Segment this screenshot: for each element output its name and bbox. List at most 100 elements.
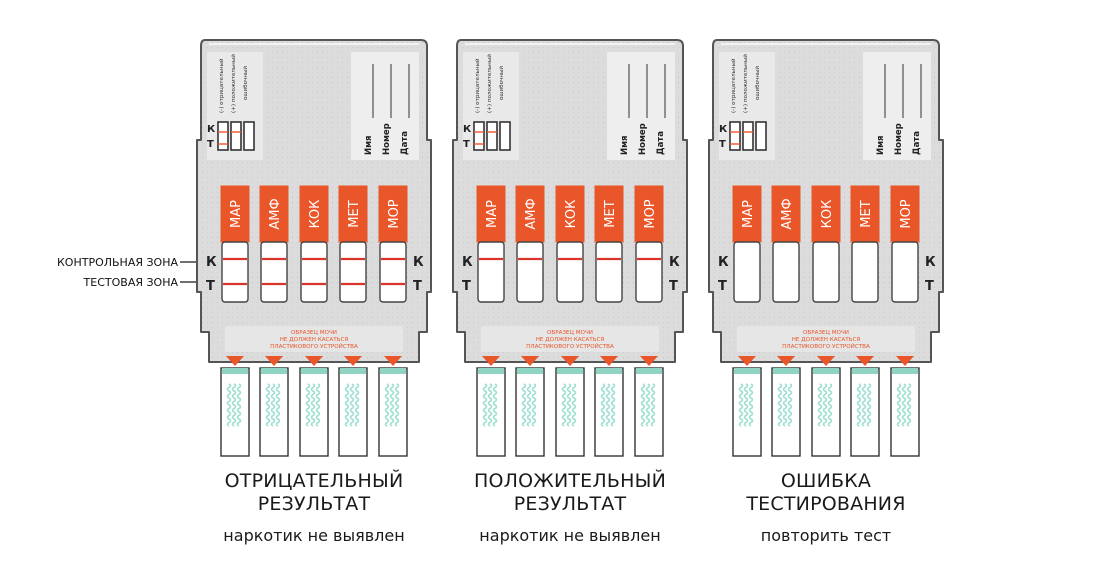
strip-wave [265, 383, 271, 427]
drug-label-tab [338, 185, 368, 243]
drug-label-tab [890, 185, 920, 243]
sample-arrow [896, 356, 914, 366]
sample-arrow [226, 356, 244, 366]
drug-label-tab [732, 185, 762, 243]
strip-wave [650, 383, 656, 427]
window-k-letter-left: К [462, 255, 473, 270]
strip-wave [526, 383, 532, 427]
strip-wave [901, 383, 907, 427]
legend-window [729, 121, 741, 151]
test-cassette: (-) отрицательный (+) положительный ошибоч… [452, 39, 688, 457]
strip-wave [743, 383, 749, 427]
sample-note-line: ОБРАЗЕЦ МОЧИ [291, 330, 337, 336]
test-strip [299, 367, 329, 457]
caption-positive: ПОЛОЖИТЕЛЬНЫЙ РЕЗУЛЬТАТ наркотик не выяв… [420, 470, 720, 546]
strip-wave [738, 383, 744, 427]
field-number-label: Номер [894, 123, 904, 155]
window-t-letter-left: Т [462, 279, 471, 294]
drug-label-text: МАР [741, 200, 756, 228]
strip-wave [394, 383, 400, 427]
strip-wave [866, 383, 872, 427]
sample-arrow [856, 356, 874, 366]
strip-wave [787, 383, 793, 427]
result-window [772, 241, 800, 303]
legend-negative-label: (-) отрицательный [474, 58, 481, 113]
caption-title-line1: ОТРИЦАТЕЛЬНЫЙ [224, 470, 404, 492]
strip-wave [389, 383, 395, 427]
strip-wave [640, 383, 646, 427]
sample-note-box [737, 326, 915, 352]
strip-teal-band [340, 368, 366, 374]
strip-wave [531, 383, 537, 427]
legend-k-letter: К [719, 124, 728, 135]
strip-teal-band [813, 368, 839, 374]
legend-t-letter: Т [463, 139, 470, 150]
result-window [635, 241, 663, 303]
strip-teal-band [892, 368, 918, 374]
strip-wave [605, 383, 611, 427]
fields-box [351, 52, 419, 160]
sample-note-line: ПЛАСТИКОВОГО УСТРОЙСТВА [526, 343, 614, 350]
window-k-letter-right: К [413, 255, 424, 270]
legend-t-letter: Т [719, 139, 726, 150]
sample-arrow [384, 356, 402, 366]
legend-window [230, 121, 242, 151]
legend-invalid-label: ошибочный [498, 66, 505, 100]
result-window [477, 241, 505, 303]
fields-box [863, 52, 931, 160]
field-date-label: Дата [656, 131, 666, 155]
legend-window [473, 121, 485, 151]
drug-label-text: МЕТ [859, 200, 874, 227]
test-strip [634, 367, 664, 457]
strip-teal-band [222, 368, 248, 374]
test-zone-label: ТЕСТОВАЯ ЗОНА [83, 276, 179, 289]
field-number-label: Номер [638, 123, 648, 155]
strip-teal-band [636, 368, 662, 374]
drug-label-tab [259, 185, 289, 243]
field-name-label: Имя [876, 135, 886, 155]
strip-wave [561, 383, 567, 427]
drug-label-text: МАР [229, 200, 244, 228]
strip-wave [354, 383, 360, 427]
strip-teal-band [596, 368, 622, 374]
sample-arrow [521, 356, 539, 366]
strip-teal-band [734, 368, 760, 374]
sample-note-box [481, 326, 659, 352]
sample-note-line: ПЛАСТИКОВОГО УСТРОЙСТВА [782, 343, 870, 350]
sample-note-line: НЕ ДОЛЖЕН КАСАТЬСЯ [536, 337, 605, 343]
legend-window [217, 121, 229, 151]
strip-wave [521, 383, 527, 427]
strip-wave [822, 383, 828, 427]
strip-wave [610, 383, 616, 427]
strip-wave [645, 383, 651, 427]
drug-label-tab [476, 185, 506, 243]
result-window [379, 241, 407, 303]
strip-wave [275, 383, 281, 427]
legend-window [742, 121, 754, 151]
strip-wave [305, 383, 311, 427]
strip-wave [906, 383, 912, 427]
sample-arrow [265, 356, 283, 366]
sample-arrow [738, 356, 756, 366]
result-window [339, 241, 367, 303]
strip-wave [492, 383, 498, 427]
drug-label-text: КОК [564, 200, 579, 229]
strip-wave [349, 383, 355, 427]
test-strip [515, 367, 545, 457]
window-t-letter-left: Т [206, 279, 215, 294]
drug-label-tab [555, 185, 585, 243]
strip-wave [344, 383, 350, 427]
sample-arrow [561, 356, 579, 366]
fields-box [607, 52, 675, 160]
result-window [260, 241, 288, 303]
test-strip [771, 367, 801, 457]
drug-label-text: МОР [387, 199, 402, 228]
caption-title-line2: РЕЗУЛЬТАТ [257, 493, 371, 515]
legend-k-letter: К [463, 124, 472, 135]
legend-positive-label: (+) положительный [486, 54, 493, 113]
sample-arrow [777, 356, 795, 366]
sample-note-line: НЕ ДОЛЖЕН КАСАТЬСЯ [280, 337, 349, 343]
window-k-letter-left: К [206, 255, 217, 270]
drug-label-text: АМФ [780, 198, 795, 229]
